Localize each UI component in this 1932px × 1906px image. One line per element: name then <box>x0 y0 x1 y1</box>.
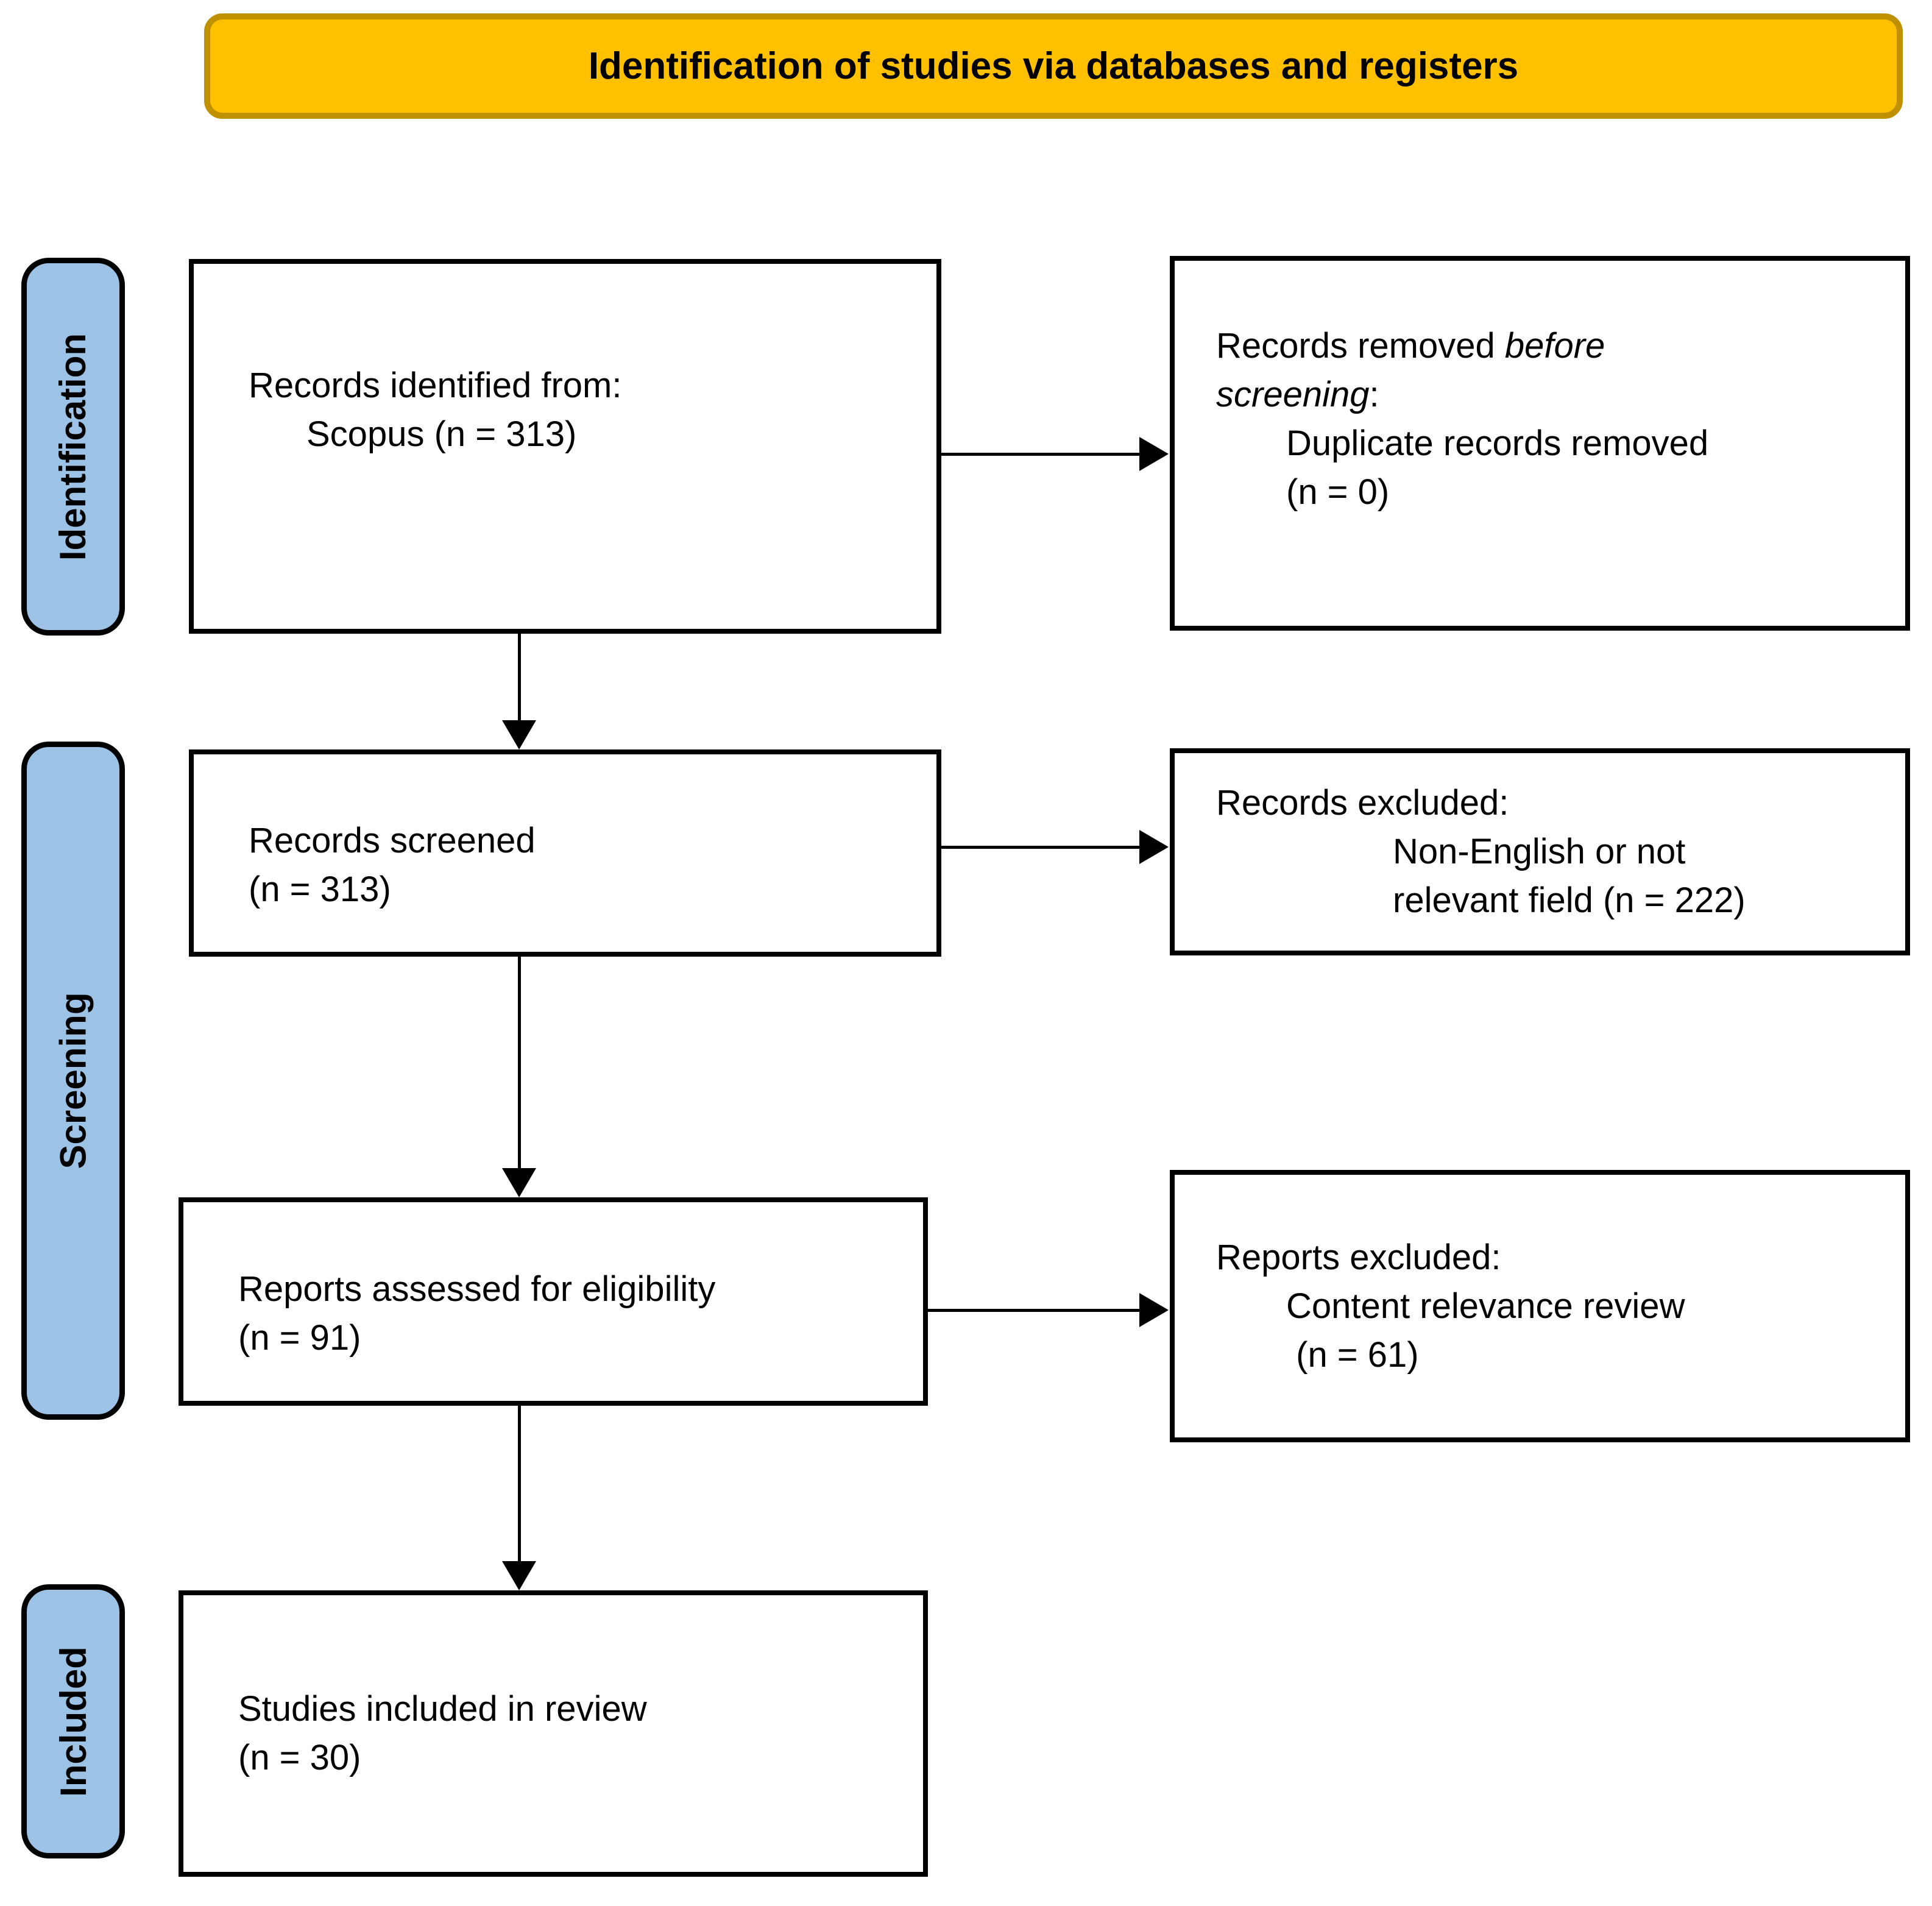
box-text-line: relevant field (n = 222) <box>1393 880 1746 920</box>
box-text-line: (n = 30) <box>238 1738 361 1777</box>
box-text-segment-italic: before <box>1504 325 1605 366</box>
box-text-line: Duplicate records removed <box>1286 423 1709 463</box>
arrowhead-right-icon <box>1139 830 1169 864</box>
box-records-identified: Records identified from: Scopus (n = 313… <box>189 259 941 634</box>
box-text-line: Records excluded: <box>1216 783 1509 823</box>
box-text-segment: Records removed <box>1216 325 1505 366</box>
stage-label-included: Included <box>21 1584 125 1858</box>
box-text-segment: : <box>1369 374 1379 414</box>
stage-label-text: Screening <box>52 992 94 1169</box>
arrow-stem <box>941 453 1141 456</box>
box-text-line: screening: <box>1216 370 1881 419</box>
box-text-segment-italic: screening <box>1216 374 1370 414</box>
arrow-stem <box>518 634 521 721</box>
arrowhead-down-icon <box>502 1168 536 1197</box>
box-text-line: (n = 61) <box>1286 1334 1419 1375</box>
title-banner: Identification of studies via databases … <box>204 13 1903 119</box>
box-text-line: (n = 313) <box>249 870 391 909</box>
box-records-removed-before-screening: Records removed before screening: Duplic… <box>1170 256 1910 631</box>
box-studies-included: Studies included in review (n = 30) <box>179 1590 928 1877</box>
box-records-excluded: Records excluded: Non-English or not rel… <box>1170 748 1910 955</box>
arrow-stem <box>518 957 521 1169</box>
box-text-line: Studies included in review <box>238 1689 647 1729</box>
box-records-screened: Records screened (n = 313) <box>189 749 941 957</box>
box-text-line: Reports assessed for eligibility <box>238 1269 716 1309</box>
box-text-line: Scopus (n = 313) <box>306 414 577 454</box>
arrow-screened-to-assessed <box>502 957 536 1197</box>
arrowhead-down-icon <box>502 1561 536 1590</box>
arrow-stem <box>518 1406 521 1562</box>
box-text-line: Records identified from: <box>249 365 622 405</box>
arrow-screened-to-excluded <box>941 830 1169 864</box>
arrowhead-down-icon <box>502 720 536 749</box>
box-text-line: Reports excluded: <box>1216 1237 1501 1277</box>
box-text-line: Records screened <box>249 821 536 860</box>
box-text-line: (n = 91) <box>238 1318 361 1358</box>
arrow-stem <box>941 846 1141 849</box>
arrowhead-right-icon <box>1139 1293 1169 1327</box>
box-text-line: Content relevance review <box>1286 1286 1685 1326</box>
stage-label-text: Identification <box>52 333 94 561</box>
stage-label-identification: Identification <box>21 258 125 636</box>
arrowhead-right-icon <box>1139 437 1169 471</box>
arrow-identified-to-removed <box>941 437 1169 471</box>
arrow-identified-to-screened <box>502 634 536 749</box>
arrow-assessed-to-reports-excluded <box>928 1293 1169 1327</box>
box-reports-excluded: Reports excluded: Content relevance revi… <box>1170 1170 1910 1442</box>
box-text-line: (n = 0) <box>1286 472 1390 512</box>
box-text-line: Records removed before <box>1216 322 1881 370</box>
stage-label-text: Included <box>52 1646 94 1797</box>
stage-label-screening: Screening <box>21 742 125 1420</box>
box-text-line: Non-English or not <box>1393 832 1686 871</box>
arrow-stem <box>928 1309 1141 1312</box>
page-title: Identification of studies via databases … <box>588 45 1519 87</box>
arrow-assessed-to-included <box>502 1406 536 1590</box>
box-reports-assessed: Reports assessed for eligibility (n = 91… <box>179 1197 928 1406</box>
